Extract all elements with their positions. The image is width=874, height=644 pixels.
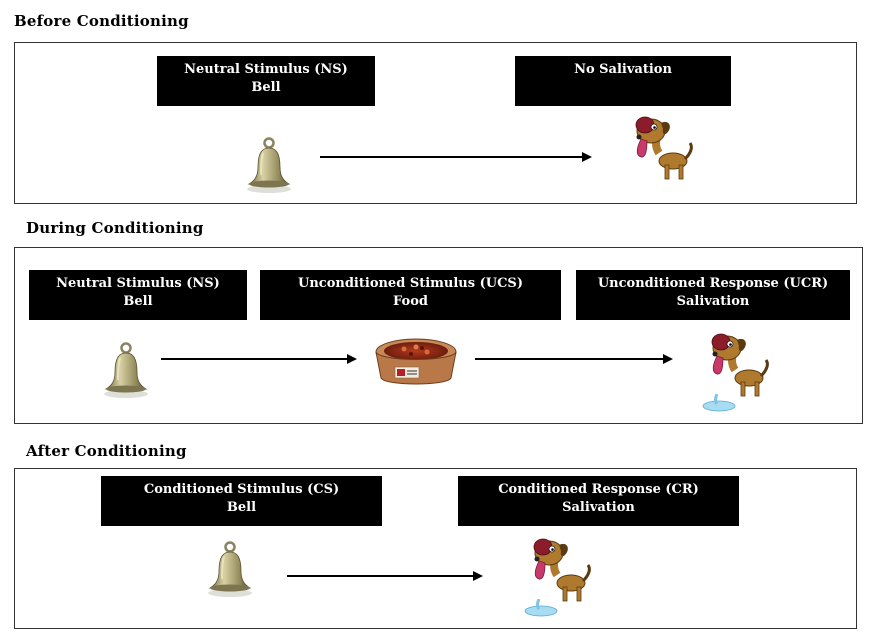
food-bowl-icon (371, 334, 461, 390)
label-conditioned-response: Conditioned Response (CR) Salivation (458, 476, 739, 526)
label-no-salivation: No Salivation (515, 56, 731, 106)
label-neutral-stimulus: Neutral Stimulus (NS) Bell (157, 56, 375, 106)
after-conditioning-panel: Conditioned Stimulus (CS) Bell Condition… (14, 468, 857, 629)
arrow (161, 354, 357, 364)
label-line1: Neutral Stimulus (NS) (184, 62, 348, 77)
label-line2: Salivation (676, 294, 750, 309)
during-conditioning-panel: Neutral Stimulus (NS) Bell Unconditioned… (14, 247, 863, 424)
bell-icon (101, 342, 151, 398)
label-line1: Unconditioned Response (UCR) (597, 276, 829, 291)
section-heading-during: During Conditioning (26, 219, 204, 237)
dog-icon (627, 113, 697, 183)
label-line1: Conditioned Stimulus (CS) (143, 482, 340, 497)
label-neutral-stimulus: Neutral Stimulus (NS) Bell (29, 270, 247, 320)
section-heading-after: After Conditioning (26, 442, 187, 460)
label-line2: Bell (226, 500, 257, 515)
bell-icon (244, 137, 294, 193)
label-line2: Food (393, 294, 428, 309)
before-conditioning-panel: Neutral Stimulus (NS) Bell No Salivation (14, 42, 857, 204)
label-unconditioned-stimulus: Unconditioned Stimulus (UCS) Food (260, 270, 561, 320)
drool-puddle-icon (521, 599, 591, 619)
label-line2: Bell (251, 80, 281, 95)
salivating-dog-icon (703, 330, 773, 400)
section-heading-before: Before Conditioning (14, 12, 189, 30)
arrow (320, 152, 592, 162)
arrow (287, 571, 483, 581)
label-line2: Bell (123, 294, 153, 309)
label-line1: Unconditioned Stimulus (UCS) (298, 276, 523, 291)
label-line2: Salivation (562, 500, 635, 515)
label-conditioned-stimulus: Conditioned Stimulus (CS) Bell (101, 476, 382, 526)
bell-icon (205, 541, 255, 597)
label-line1: No Salivation (574, 62, 672, 77)
label-line1: Conditioned Response (CR) (498, 482, 699, 497)
drool-puddle-icon (699, 394, 769, 414)
salivating-dog-icon (525, 535, 595, 605)
label-line1: Neutral Stimulus (NS) (56, 276, 220, 291)
label-unconditioned-response: Unconditioned Response (UCR) Salivation (576, 270, 850, 320)
arrow (475, 354, 673, 364)
